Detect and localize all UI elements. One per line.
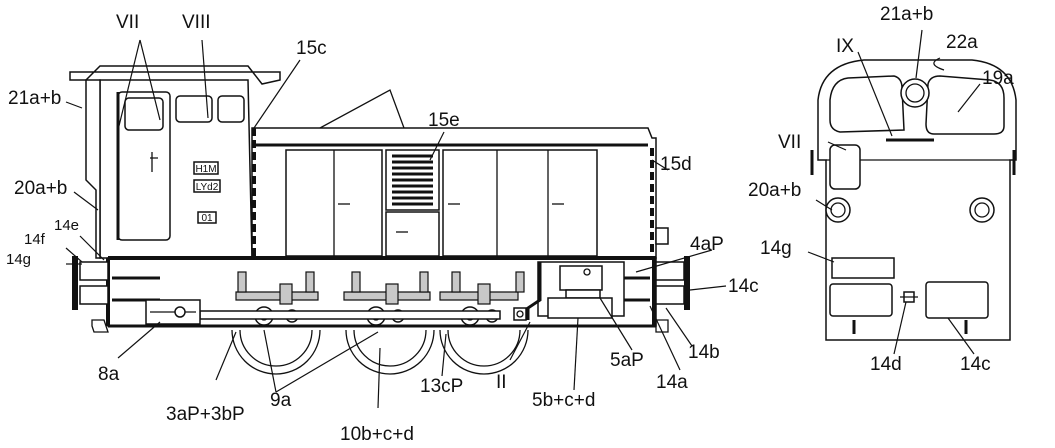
label-10bcd: 10b+c+d <box>340 424 414 445</box>
label-14b: 14b <box>688 342 720 363</box>
door-handle <box>150 152 158 172</box>
label-vii-front: VII <box>778 132 801 153</box>
rear-buffers <box>72 256 109 310</box>
rear-step <box>91 319 109 333</box>
plate-model-text: H1M <box>195 164 216 175</box>
battery-terminal <box>565 289 601 299</box>
label-8a: 8a <box>98 364 120 385</box>
label-4aP: 4aP <box>690 234 724 255</box>
front-view <box>810 59 1017 341</box>
label-13cP: 13cP <box>420 376 463 397</box>
coupling-rod <box>199 310 501 320</box>
label-14a: 14a <box>656 372 688 393</box>
label-15d: 15d <box>660 154 692 175</box>
label-ii: II <box>496 372 507 393</box>
panel-14g <box>831 257 895 279</box>
plate-type <box>193 179 221 193</box>
label-9a: 9a <box>270 390 292 411</box>
front-step <box>655 319 669 333</box>
label-14d: 14d <box>870 354 902 375</box>
label-viii: VIII <box>182 12 211 33</box>
label-15c: 15c <box>296 38 327 59</box>
lower-hood-door <box>385 211 440 257</box>
cab-window-1 <box>175 95 213 123</box>
front-window-right <box>925 75 1005 135</box>
label-14g-side: 14g <box>6 251 31 268</box>
label-3aP3bP: 3aP+3bP <box>166 404 245 425</box>
label-5bcd: 5b+c+d <box>532 390 595 411</box>
grille-slats <box>392 154 433 206</box>
left-headlight <box>825 197 851 223</box>
hood-panel-2 <box>442 149 598 257</box>
battery-top <box>559 265 603 291</box>
right-headlight <box>969 197 995 223</box>
label-15e: 15e <box>428 110 460 131</box>
hood-box <box>655 227 669 245</box>
panel-left-lower <box>829 283 893 317</box>
small-valve <box>513 307 527 321</box>
plate-model <box>193 161 219 175</box>
plate-number <box>197 211 217 224</box>
hood-exhaust <box>319 89 405 129</box>
leader-lines <box>65 29 981 409</box>
label-vii-side: VII <box>116 12 139 33</box>
label-14c-front: 14c <box>960 354 991 375</box>
cab-rear-edge <box>85 79 101 259</box>
label-21ab-front: 21a+b <box>880 4 933 25</box>
label-5aP: 5aP <box>610 350 644 371</box>
door-window <box>124 97 164 131</box>
front-window-left <box>829 75 905 133</box>
plate-number-text: 01 <box>201 213 213 224</box>
pipe-ii <box>526 262 542 320</box>
label-20ab-front: 20a+b <box>748 180 801 201</box>
front-lower-window <box>829 144 861 190</box>
label-ix: IX <box>836 36 854 57</box>
cab-window-2 <box>217 95 245 123</box>
label-19a: 19a <box>982 68 1014 89</box>
labels: VII VIII 15c 15e 15d 21a+b 20a+b 14e 14f… <box>6 4 1014 445</box>
label-21ab-side: 21a+b <box>8 88 61 109</box>
label-20ab-side: 20a+b <box>14 178 67 199</box>
panel-right-lower <box>925 281 989 319</box>
plate-type-text: LYd2 <box>196 182 219 193</box>
label-22a: 22a <box>946 32 978 53</box>
springs <box>235 271 525 305</box>
top-headlight <box>900 78 930 108</box>
battery-lower <box>547 297 613 319</box>
label-14g-front: 14g <box>760 238 792 259</box>
front-buffers <box>655 256 690 310</box>
label-14c-side: 14c <box>728 276 759 297</box>
label-14f: 14f <box>24 231 46 248</box>
side-view: H1M LYd2 01 <box>69 65 690 375</box>
label-14e: 14e <box>54 217 79 234</box>
cab-roof <box>69 65 281 85</box>
